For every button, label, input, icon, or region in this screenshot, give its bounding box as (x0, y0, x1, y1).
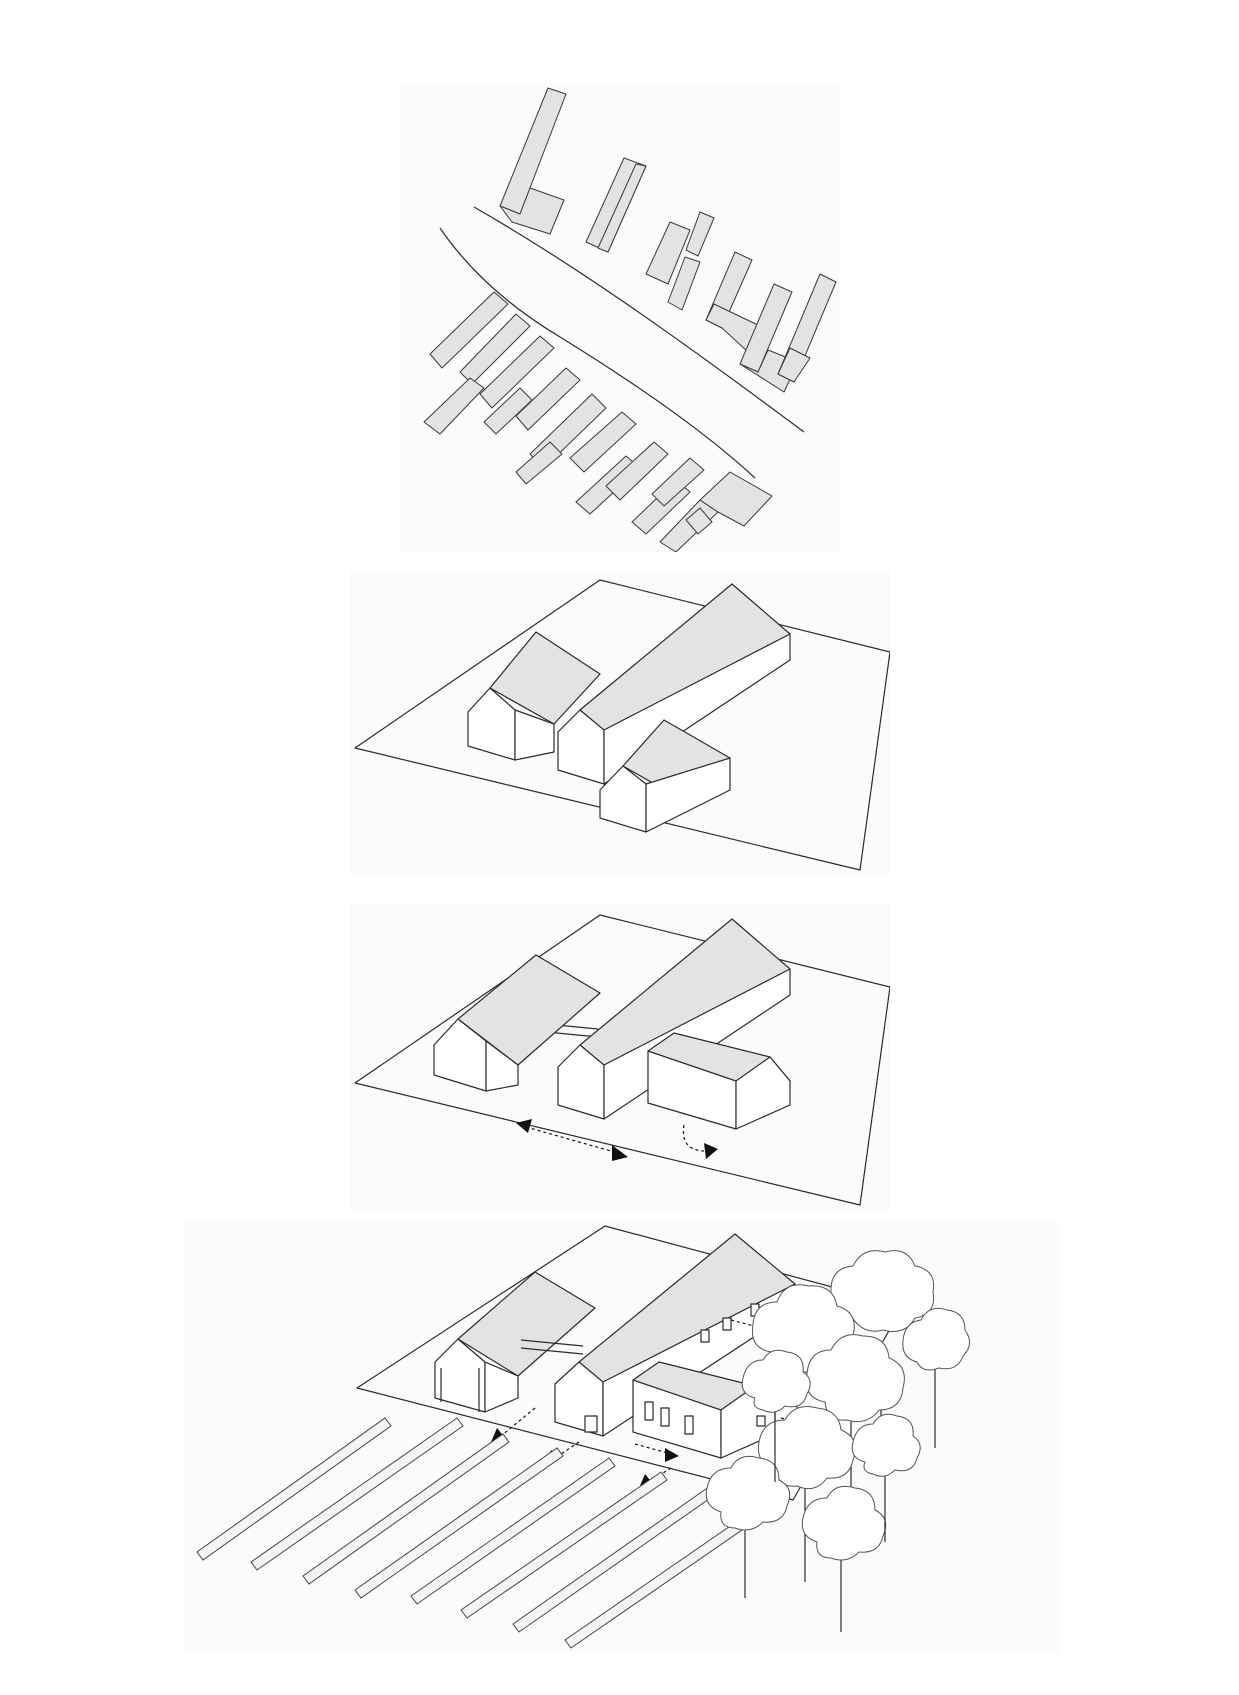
site-plot-outline (354, 579, 890, 871)
building-front-small (599, 719, 731, 833)
tree (902, 1307, 970, 1448)
dashed-arrow-curve (682, 1124, 705, 1152)
site-context-plan (400, 82, 840, 552)
footprint (685, 507, 713, 535)
hedge-rows (196, 1417, 772, 1649)
arrow-head-icon (665, 1448, 679, 1462)
tree (801, 1485, 887, 1632)
window (660, 1407, 670, 1427)
building-left (433, 954, 601, 1092)
footprint (499, 187, 565, 235)
hedge-row (410, 1457, 616, 1605)
hedge-row (250, 1417, 464, 1571)
connections-svg (350, 905, 890, 1210)
gable-end (735, 1056, 791, 1130)
road-edge-lower (439, 227, 756, 479)
building-left (467, 631, 601, 761)
hedge-row (460, 1471, 668, 1619)
arrow-head-icon (516, 1119, 532, 1133)
roof (489, 631, 601, 725)
footprint (685, 211, 715, 257)
tree (705, 1455, 791, 1598)
window (684, 1415, 694, 1435)
footprint (651, 457, 705, 507)
north-building-footprints (499, 87, 837, 393)
site-plan-svg (400, 82, 840, 552)
hedge-row (196, 1417, 392, 1561)
dashed-arrow-line (500, 1407, 536, 1437)
south-building-footprints (423, 291, 773, 552)
footprint (777, 347, 811, 383)
circulation-arrow-turn (682, 1124, 718, 1159)
arrow-head-icon (704, 1143, 718, 1159)
door (584, 1415, 598, 1433)
footprint (569, 411, 637, 473)
tree-cluster (705, 1250, 970, 1632)
building-left-carport (434, 1271, 596, 1413)
arrow-head-icon (612, 1145, 628, 1161)
footprint (699, 471, 773, 527)
tree (851, 1413, 921, 1542)
dashed-arrow-line (525, 1126, 619, 1154)
hedge-row (302, 1433, 510, 1585)
massing-three-gables (350, 570, 890, 875)
side-wall (485, 1040, 519, 1092)
footprint (605, 441, 669, 501)
final-layout-with-landscape (185, 1222, 1060, 1652)
window (722, 1317, 732, 1331)
link-corridor (520, 1339, 584, 1347)
window (700, 1329, 710, 1343)
footprint (429, 291, 509, 369)
building-front-rotated (647, 1032, 791, 1130)
circulation-arrow-double (516, 1119, 628, 1161)
roof (457, 1271, 596, 1377)
footprint (479, 335, 555, 409)
footprint (515, 367, 581, 431)
window (644, 1401, 654, 1421)
massing-with-connections (350, 905, 890, 1210)
tree (741, 1349, 811, 1482)
link-corridor (520, 1347, 584, 1355)
hedge-row (354, 1447, 564, 1599)
footprint (705, 303, 761, 353)
footprint (667, 256, 701, 311)
footprint (423, 377, 485, 435)
footprint (597, 163, 647, 253)
massing-svg (350, 570, 890, 875)
side-wall (484, 1361, 519, 1413)
footprint (515, 441, 563, 485)
road-edge-upper (473, 206, 805, 433)
footprint (645, 221, 691, 285)
window (756, 1415, 766, 1427)
side-wall (645, 757, 731, 833)
landscape-svg (185, 1222, 1060, 1652)
side-wall (514, 709, 555, 761)
